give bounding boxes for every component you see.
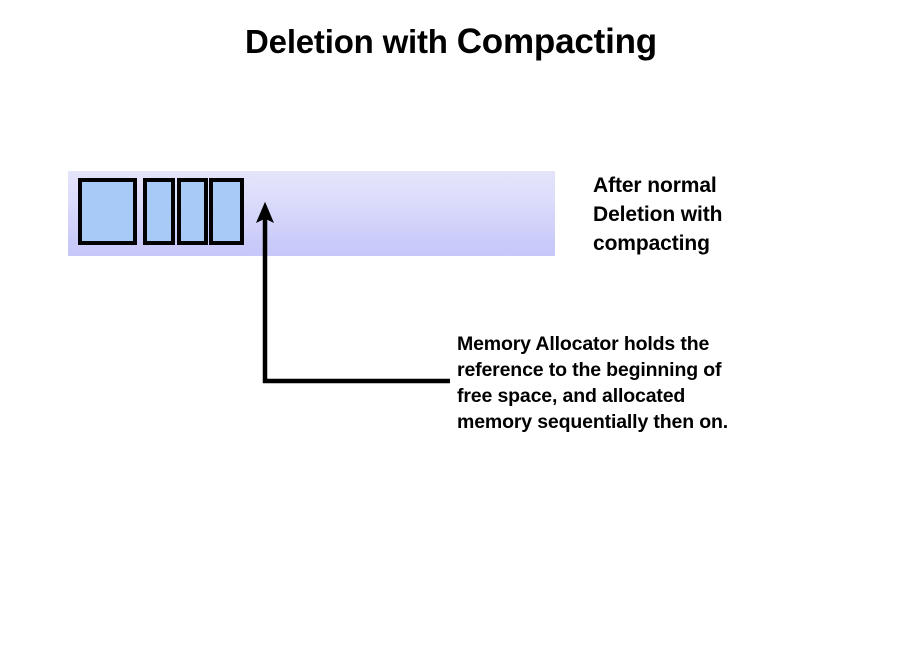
pointer-line [262, 216, 450, 384]
memory-allocator-note: Memory Allocator holds the reference to … [457, 333, 729, 433]
free-space-pointer-arrow [256, 201, 450, 384]
page-title-heavy-part: Compacting [456, 22, 657, 61]
allocated-block-3 [177, 178, 208, 245]
allocated-block-1 [78, 178, 137, 245]
page-title-light-part: Deletion with [245, 23, 457, 60]
pointer-arrowhead-icon [256, 201, 274, 224]
page-title: Deletion with Compacting [0, 24, 902, 59]
allocated-block-2 [143, 178, 175, 245]
after-deletion-label: After normal Deletion with compacting [593, 174, 723, 255]
memory-region-bar [68, 171, 555, 256]
allocated-block-4 [209, 178, 244, 245]
